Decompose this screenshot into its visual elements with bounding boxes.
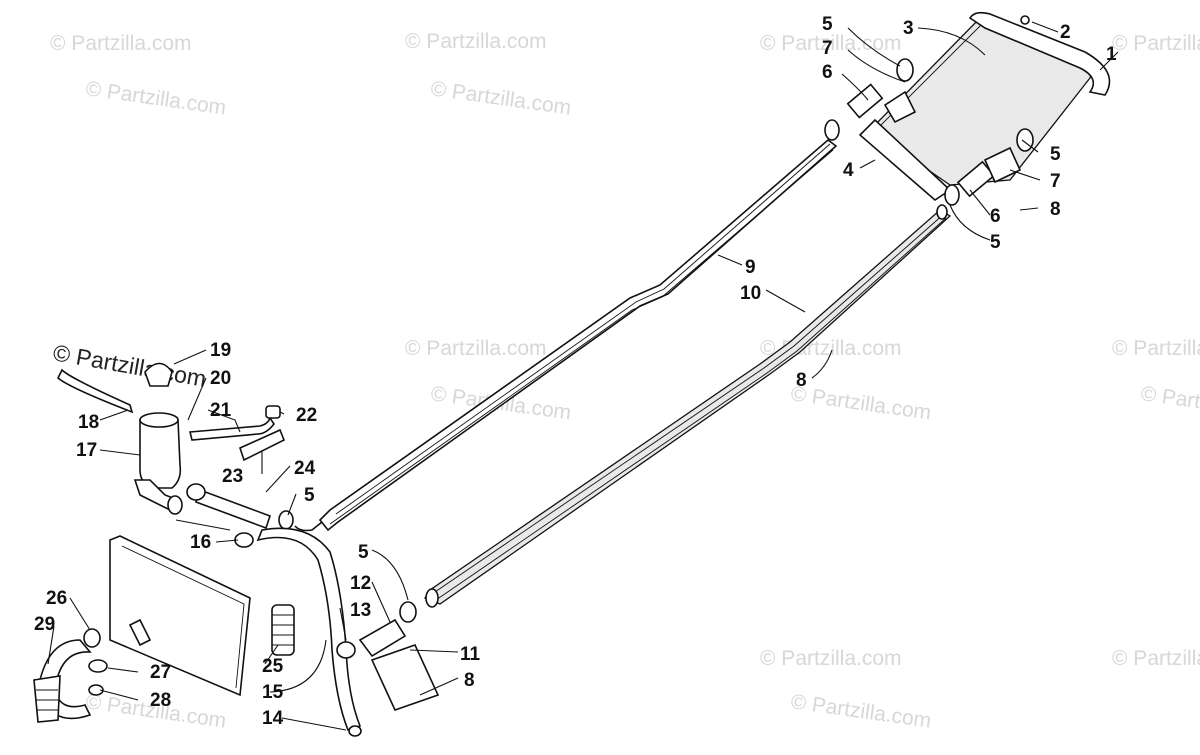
callout-14: 14 xyxy=(262,708,284,729)
callout-5: 5 xyxy=(990,232,1001,253)
callout-7: 7 xyxy=(1050,171,1061,192)
watermark: © Partzilla.com xyxy=(760,32,902,55)
callout-12: 12 xyxy=(350,573,371,594)
coolant-tube-10 xyxy=(424,204,952,608)
callout-5: 5 xyxy=(822,14,833,35)
callout-13: 13 xyxy=(350,600,371,621)
callout-29: 29 xyxy=(34,614,55,635)
callout-5: 5 xyxy=(1050,144,1061,165)
callout-27: 27 xyxy=(150,662,171,683)
callout-6: 6 xyxy=(822,62,833,83)
lower-hoses xyxy=(33,618,152,723)
callout-21: 21 xyxy=(210,400,232,421)
watermark: © Partzilla.com xyxy=(789,690,932,732)
fittings-lower-mid xyxy=(336,601,440,711)
callout-22: 22 xyxy=(296,405,317,426)
callout-7: 7 xyxy=(822,38,833,59)
hoses-21-23 xyxy=(188,405,286,462)
callout-8: 8 xyxy=(796,370,807,391)
callout-8: 8 xyxy=(464,670,475,691)
watermark: © Partzilla.com xyxy=(760,647,902,670)
watermark: © Partzilla.com xyxy=(789,382,932,424)
callout-4: 4 xyxy=(843,160,854,181)
callout-16: 16 xyxy=(190,532,211,553)
callout-18: 18 xyxy=(78,412,99,433)
watermark: © Partzilla.com xyxy=(405,337,547,360)
watermark: © Partzilla.com xyxy=(1139,382,1200,424)
overflow-hose-18 xyxy=(57,368,134,414)
callout-25: 25 xyxy=(262,656,284,677)
watermark: © Partzilla.com xyxy=(50,32,192,55)
callout-17: 17 xyxy=(76,440,97,461)
callout-labels: 1 2 3 4 5 5 5 5 5 6 6 7 7 8 8 8 9 10 11 … xyxy=(34,14,1117,729)
callout-15: 15 xyxy=(262,682,284,703)
watermark: © Partzilla.com xyxy=(429,77,572,119)
callout-8: 8 xyxy=(1050,199,1061,220)
callout-3: 3 xyxy=(903,18,914,39)
watermark: © Partzilla.com xyxy=(84,77,227,119)
hose-24 xyxy=(186,483,294,548)
callout-24: 24 xyxy=(294,458,316,479)
callout-1: 1 xyxy=(1106,44,1117,65)
radiator xyxy=(109,535,251,697)
callout-6: 6 xyxy=(990,206,1001,227)
callout-11: 11 xyxy=(460,644,481,665)
watermark: © Partzilla.com xyxy=(1112,647,1200,670)
coolant-tube-9 xyxy=(294,138,838,532)
callout-5: 5 xyxy=(358,542,369,563)
coolant-bottle-17 xyxy=(133,362,183,515)
leader-lines xyxy=(47,21,1119,731)
callout-26: 26 xyxy=(46,588,67,609)
corrugated-hose-25 xyxy=(271,604,295,656)
callout-2: 2 xyxy=(1060,22,1071,43)
callout-20: 20 xyxy=(210,368,231,389)
callout-9: 9 xyxy=(745,257,756,278)
callout-19: 19 xyxy=(210,340,231,361)
callout-28: 28 xyxy=(150,690,171,711)
fitting-14 xyxy=(348,725,362,737)
callout-23: 23 xyxy=(222,466,243,487)
couplings-upper xyxy=(824,15,1034,206)
watermark: © Partzilla.com xyxy=(1112,32,1200,55)
callout-10: 10 xyxy=(740,283,761,304)
callout-5: 5 xyxy=(304,485,315,506)
cap-19 xyxy=(144,362,173,387)
watermark: © Partzilla.com xyxy=(1112,337,1200,360)
watermark: © Partzilla.com xyxy=(405,30,547,53)
